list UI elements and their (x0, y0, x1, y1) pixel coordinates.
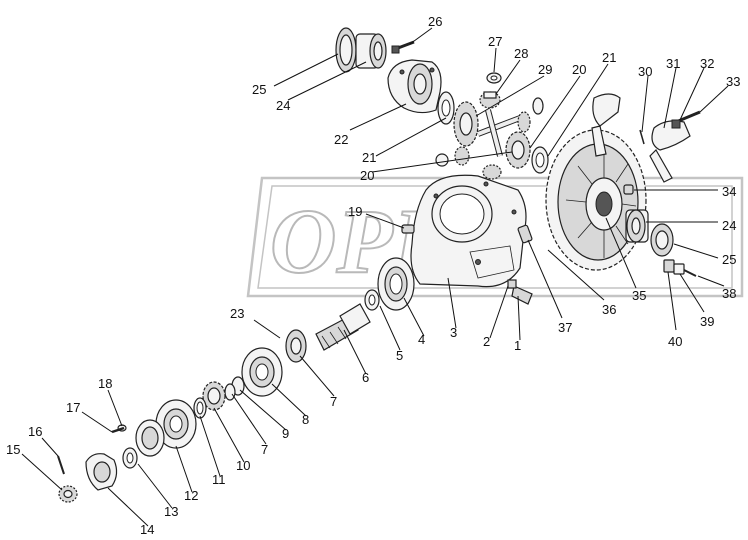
callout-39: 39 (700, 314, 714, 329)
callout-15: 15 (6, 442, 20, 457)
oring-13 (122, 447, 138, 469)
callout-1: 1 (514, 338, 521, 353)
callout-23: 23 (230, 306, 244, 321)
callout-20-lower: 20 (360, 168, 374, 183)
callout-3: 3 (450, 325, 457, 340)
callout-32: 32 (700, 56, 714, 71)
axle-housing (410, 174, 527, 288)
callout-22: 22 (334, 132, 348, 147)
diff-pinion-left (435, 146, 470, 167)
callout-12: 12 (184, 488, 198, 503)
callout-34: 34 (722, 184, 736, 199)
callout-36: 36 (602, 302, 616, 317)
callout-29: 29 (538, 62, 552, 77)
lock-plate (663, 259, 675, 273)
parts (57, 27, 701, 503)
lock-bolt (683, 269, 697, 277)
side-gear-right (505, 131, 531, 169)
callout-17: 17 (66, 400, 80, 415)
bearing-cover (155, 399, 197, 449)
callout-33: 33 (726, 74, 740, 89)
cotter-pin (57, 455, 65, 475)
callout-7-upper: 7 (330, 394, 337, 409)
callout-11: 11 (212, 472, 226, 487)
callout-28: 28 (514, 46, 528, 61)
spacer-rings (224, 376, 245, 401)
callout-40: 40 (668, 334, 682, 349)
flange-nut (58, 485, 78, 503)
companion-flange (85, 453, 118, 491)
callout-14: 14 (140, 522, 154, 537)
side-gear-left (453, 101, 479, 147)
bearing-cap-arm (591, 93, 621, 157)
callout-13: 13 (164, 504, 178, 519)
callout-19: 19 (348, 204, 362, 219)
callout-5: 5 (396, 348, 403, 363)
sleeve-37 (517, 224, 533, 244)
cap-bolt (671, 110, 701, 129)
plug-2 (507, 279, 517, 289)
callout-21-upper: 21 (602, 50, 616, 65)
thrust-washer-left (437, 91, 455, 125)
callout-38: 38 (722, 286, 736, 301)
bearing-cup-right (650, 223, 674, 257)
bearing-housing (377, 257, 415, 311)
callout-18: 18 (98, 376, 112, 391)
callout-2: 2 (483, 334, 490, 349)
drive-pinion (315, 303, 371, 351)
shim-5 (364, 289, 380, 311)
bearing-cone-top (355, 33, 387, 69)
callout-20-upper: 20 (572, 62, 586, 77)
callout-25-right: 25 (722, 252, 736, 267)
leader-lines (21, 27, 729, 527)
callout-21-lower: 21 (362, 150, 376, 165)
callout-27: 27 (488, 34, 502, 49)
gasket-ring (193, 397, 207, 419)
callout-4: 4 (418, 332, 425, 347)
spider-cross (476, 109, 522, 157)
bearing-cup-top (335, 27, 357, 73)
callout-16: 16 (28, 424, 42, 439)
callout-24-right: 24 (722, 218, 736, 233)
callout-30: 30 (638, 64, 652, 79)
bearing-cap (649, 120, 691, 183)
callout-24-top: 24 (276, 98, 290, 113)
callout-numbers: 1 2 3 4 5 6 7 7 8 9 10 11 12 13 14 15 16… (6, 14, 740, 537)
callout-25-top: 25 (252, 82, 266, 97)
callout-6: 6 (362, 370, 369, 385)
pinion-cage (241, 347, 283, 397)
nut-34 (623, 184, 634, 195)
callout-37: 37 (558, 320, 572, 335)
callout-9: 9 (282, 426, 289, 441)
plug-19 (401, 224, 415, 234)
callout-7-lower: 7 (261, 442, 268, 457)
pinion-washer (486, 72, 502, 84)
bolt-17 (111, 426, 125, 434)
thrust-washer-right (531, 146, 549, 174)
breather-plug (511, 285, 533, 305)
lock-bracket (673, 263, 685, 275)
pinion-bearing-outer (202, 381, 226, 411)
diff-pinion-right (517, 97, 544, 133)
bearing-cone-right (625, 209, 649, 243)
callout-31: 31 (666, 56, 680, 71)
callout-26: 26 (428, 14, 442, 29)
callout-8: 8 (302, 412, 309, 427)
pinion-bearing-inner (285, 329, 307, 363)
diff-pinion-top (479, 91, 501, 109)
diff-case-left (387, 59, 442, 114)
callout-10: 10 (236, 458, 250, 473)
callout-35: 35 (632, 288, 646, 303)
oil-seal (135, 419, 165, 457)
pin-30 (639, 129, 645, 145)
